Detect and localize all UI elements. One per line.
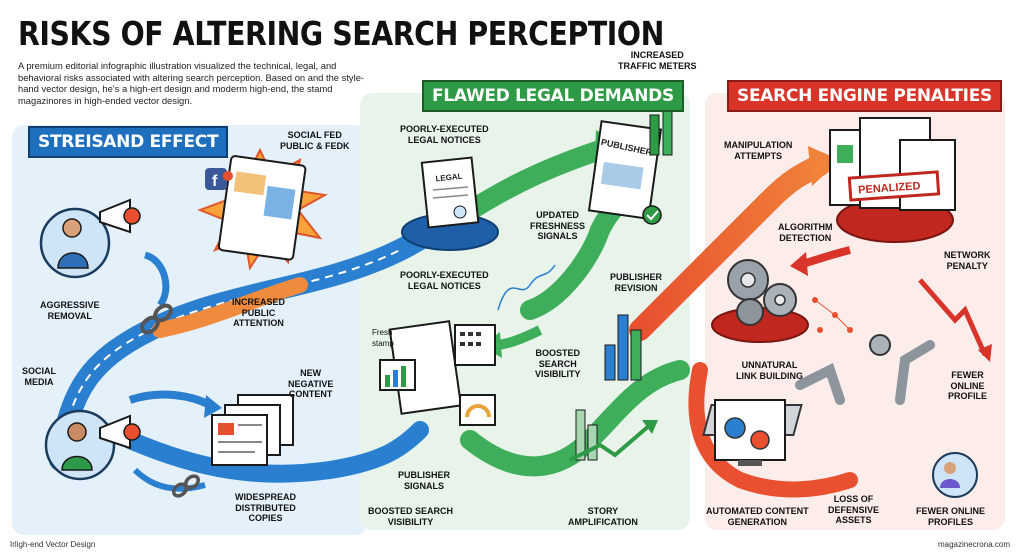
broken-chain-icon [171,474,201,498]
publisher-sheet: PUBLISHER [587,99,673,225]
chain-link-icon [140,303,173,335]
section-header-streisand: STREISAND EFFECT [28,126,229,158]
svg-text:f: f [212,173,218,190]
profile-avatar-icon [932,452,978,498]
dashboard-screens [379,320,496,426]
footer-left-text: Irligh-end Vector Design [10,540,96,549]
page-title: RISKS OF ALTERING SEARCH PERCEPTION [18,14,664,53]
lower-blue-path [121,421,429,483]
section-header-legal: FLAWED LEGAL DEMANDS [422,80,684,112]
green-lower-path [460,360,690,477]
legal-document: LEGAL [401,156,499,251]
negative-content-docs [211,394,294,466]
automated-content-monitor [714,399,786,466]
penalized-screens: PENALIZED [829,117,956,243]
orange-flow-path [152,277,308,338]
trend-squiggle [497,264,556,311]
red-lower-path [688,362,858,498]
rising-bars [569,314,658,462]
penalized-stamp-label: PENALIZED [858,180,921,196]
legal-doc-label: LEGAL [435,172,463,184]
section-header-penalty: SEARCH ENGINE PENALTIES [727,80,1002,112]
person-megaphone-bottom [44,409,141,481]
network-nodes [812,297,853,333]
gears-icon [711,259,809,343]
footer-right-text: magazinecrona.com [937,540,1010,549]
social-explosion: f [197,147,329,271]
intro-paragraph: A premium editorial infographic illustra… [18,60,365,106]
red-flow-path [629,154,831,341]
person-megaphone-top [39,198,141,279]
